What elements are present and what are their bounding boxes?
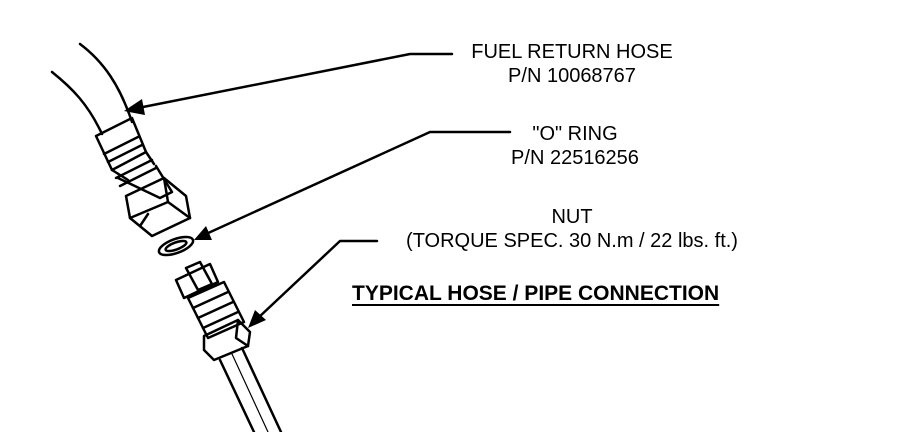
pipe-fitting [174,260,246,340]
fuel-return-hose [50,42,134,136]
diagram-title: TYPICAL HOSE / PIPE CONNECTION [352,282,720,305]
arrowhead-o-ring [194,226,212,240]
fuel-return-hose-label: FUEL RETURN HOSE P/N 10068767 [452,40,692,88]
o-ring-part-number: P/N 22516256 [511,147,639,169]
o-ring [157,235,195,257]
hose-ferrule [94,116,174,200]
arrowhead-fuel-return-hose [124,99,145,115]
fuel-return-hose-name: FUEL RETURN HOSE [471,41,673,63]
leader-line-fuel-return-hose [136,52,454,110]
nut-label: NUT (TORQUE SPEC. 30 N.m / 22 lbs. ft.) [372,205,772,253]
pipe-nut [202,318,252,362]
o-ring-label: "O" RING P/N 22516256 [500,122,650,170]
hose-end-nut [124,176,192,238]
fuel-return-hose-part-number: P/N 10068767 [508,65,636,87]
nut-name: NUT [551,206,593,228]
leader-line-o-ring [204,130,512,236]
steel-pipe [218,346,283,432]
nut-torque-spec: (TORQUE SPEC. 30 N.m / 22 lbs. ft.) [406,230,738,252]
leader-line-nut [256,239,379,320]
o-ring-name: "O" RING [532,123,618,145]
arrowhead-nut [248,310,266,328]
